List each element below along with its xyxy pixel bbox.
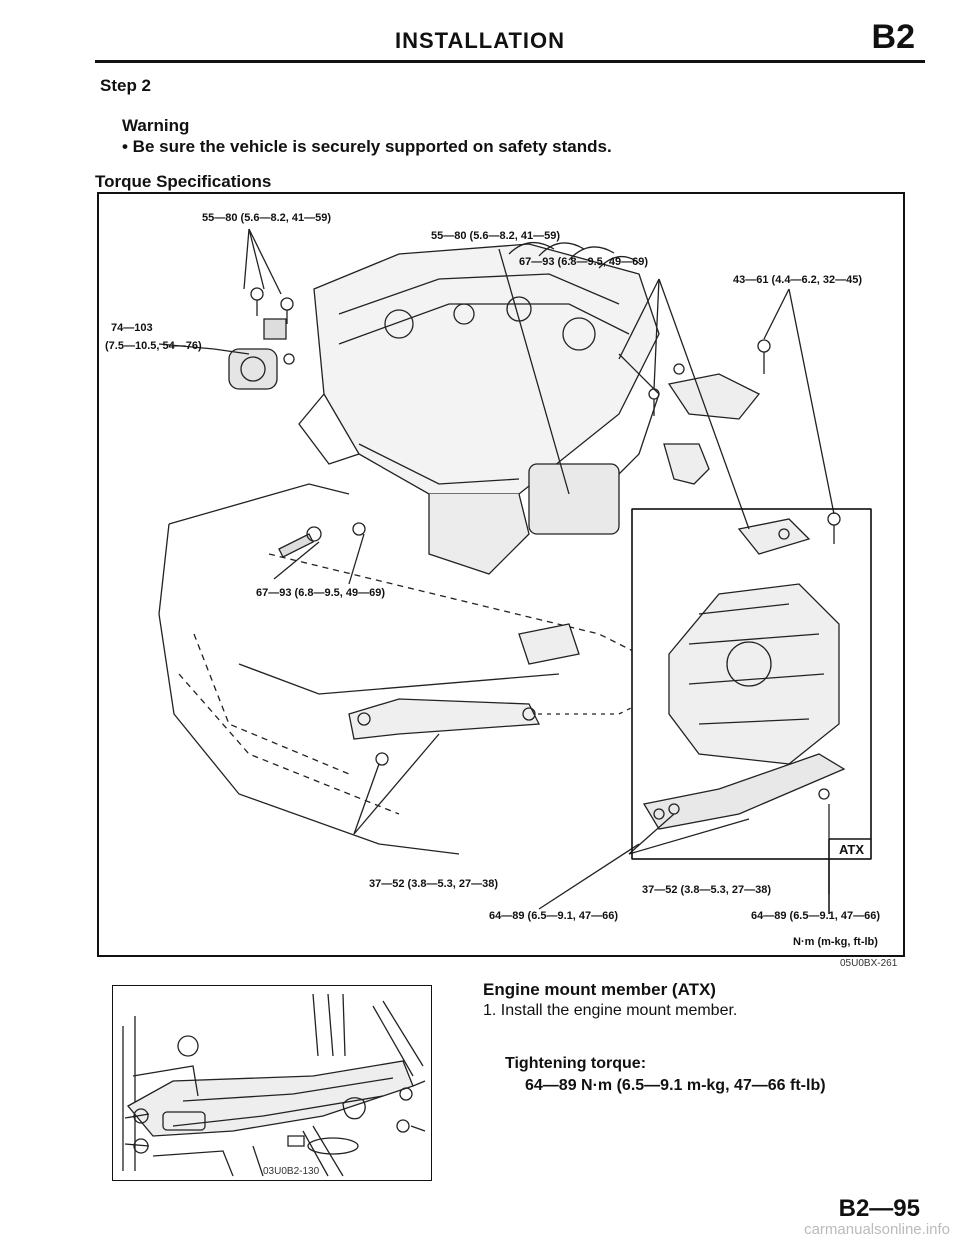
- page-number: B2—95: [838, 1195, 920, 1222]
- tightening-torque-label: Tightening torque:: [505, 1055, 647, 1072]
- units-label: N·m (m-kg, ft-lb): [793, 936, 878, 948]
- torque-label-bottom-right: 64—89 (6.5—9.1, 47—66): [751, 910, 881, 922]
- torque-label-middle: 67—93 (6.8—9.5, 49—69): [256, 587, 386, 599]
- mount-step: 1. Install the engine mount member.: [483, 1002, 738, 1019]
- small-figure-code: 03U0B2-130: [263, 1166, 320, 1177]
- torque-label-upper-right-1: 67—93 (6.8—9.5, 49—69): [519, 256, 649, 268]
- warning-item: • Be sure the vehicle is securely suppor…: [122, 137, 612, 156]
- warning-title: Warning: [122, 116, 190, 135]
- step-heading: Step 2: [100, 76, 152, 95]
- page-title: INSTALLATION: [394, 28, 566, 53]
- torque-label-upper-right-2: 43—61 (4.4—6.2, 32—45): [733, 274, 863, 286]
- torque-label-left-2: (7.5—10.5, 54—76): [105, 340, 202, 352]
- atx-inset-label: ATX: [839, 842, 865, 857]
- diagram-code: 05U0BX-261: [840, 958, 898, 969]
- footer-watermark: carmanualsonline.info: [804, 1221, 950, 1238]
- torque-diagram: 55—80 (5.6—8.2, 41—59) 55—80 (5.6—8.2, 4…: [97, 192, 905, 957]
- torque-label-bottom-mid: 37—52 (3.8—5.3, 27—38): [642, 884, 772, 896]
- mount-member-figure: 03U0B2-130: [112, 985, 432, 1181]
- section-code: B2: [871, 18, 915, 56]
- mount-title: Engine mount member (ATX): [483, 980, 716, 999]
- header-rule: [95, 60, 925, 63]
- torque-label-top-left: 55—80 (5.6—8.2, 41—59): [202, 212, 332, 224]
- tightening-torque-value: 64—89 N·m (6.5—9.1 m-kg, 47—66 ft-lb): [525, 1077, 826, 1094]
- torque-label-bottom-center: 64—89 (6.5—9.1, 47—66): [489, 910, 619, 922]
- engine-illustration: [99, 194, 903, 955]
- torque-label-left-1: 74—103: [111, 322, 153, 334]
- torque-label-bottom-left: 37—52 (3.8—5.3, 27—38): [369, 878, 499, 890]
- torque-label-top-center: 55—80 (5.6—8.2, 41—59): [431, 230, 561, 242]
- mount-member-illustration: [113, 986, 430, 1179]
- torque-heading: Torque Specifications: [95, 172, 272, 191]
